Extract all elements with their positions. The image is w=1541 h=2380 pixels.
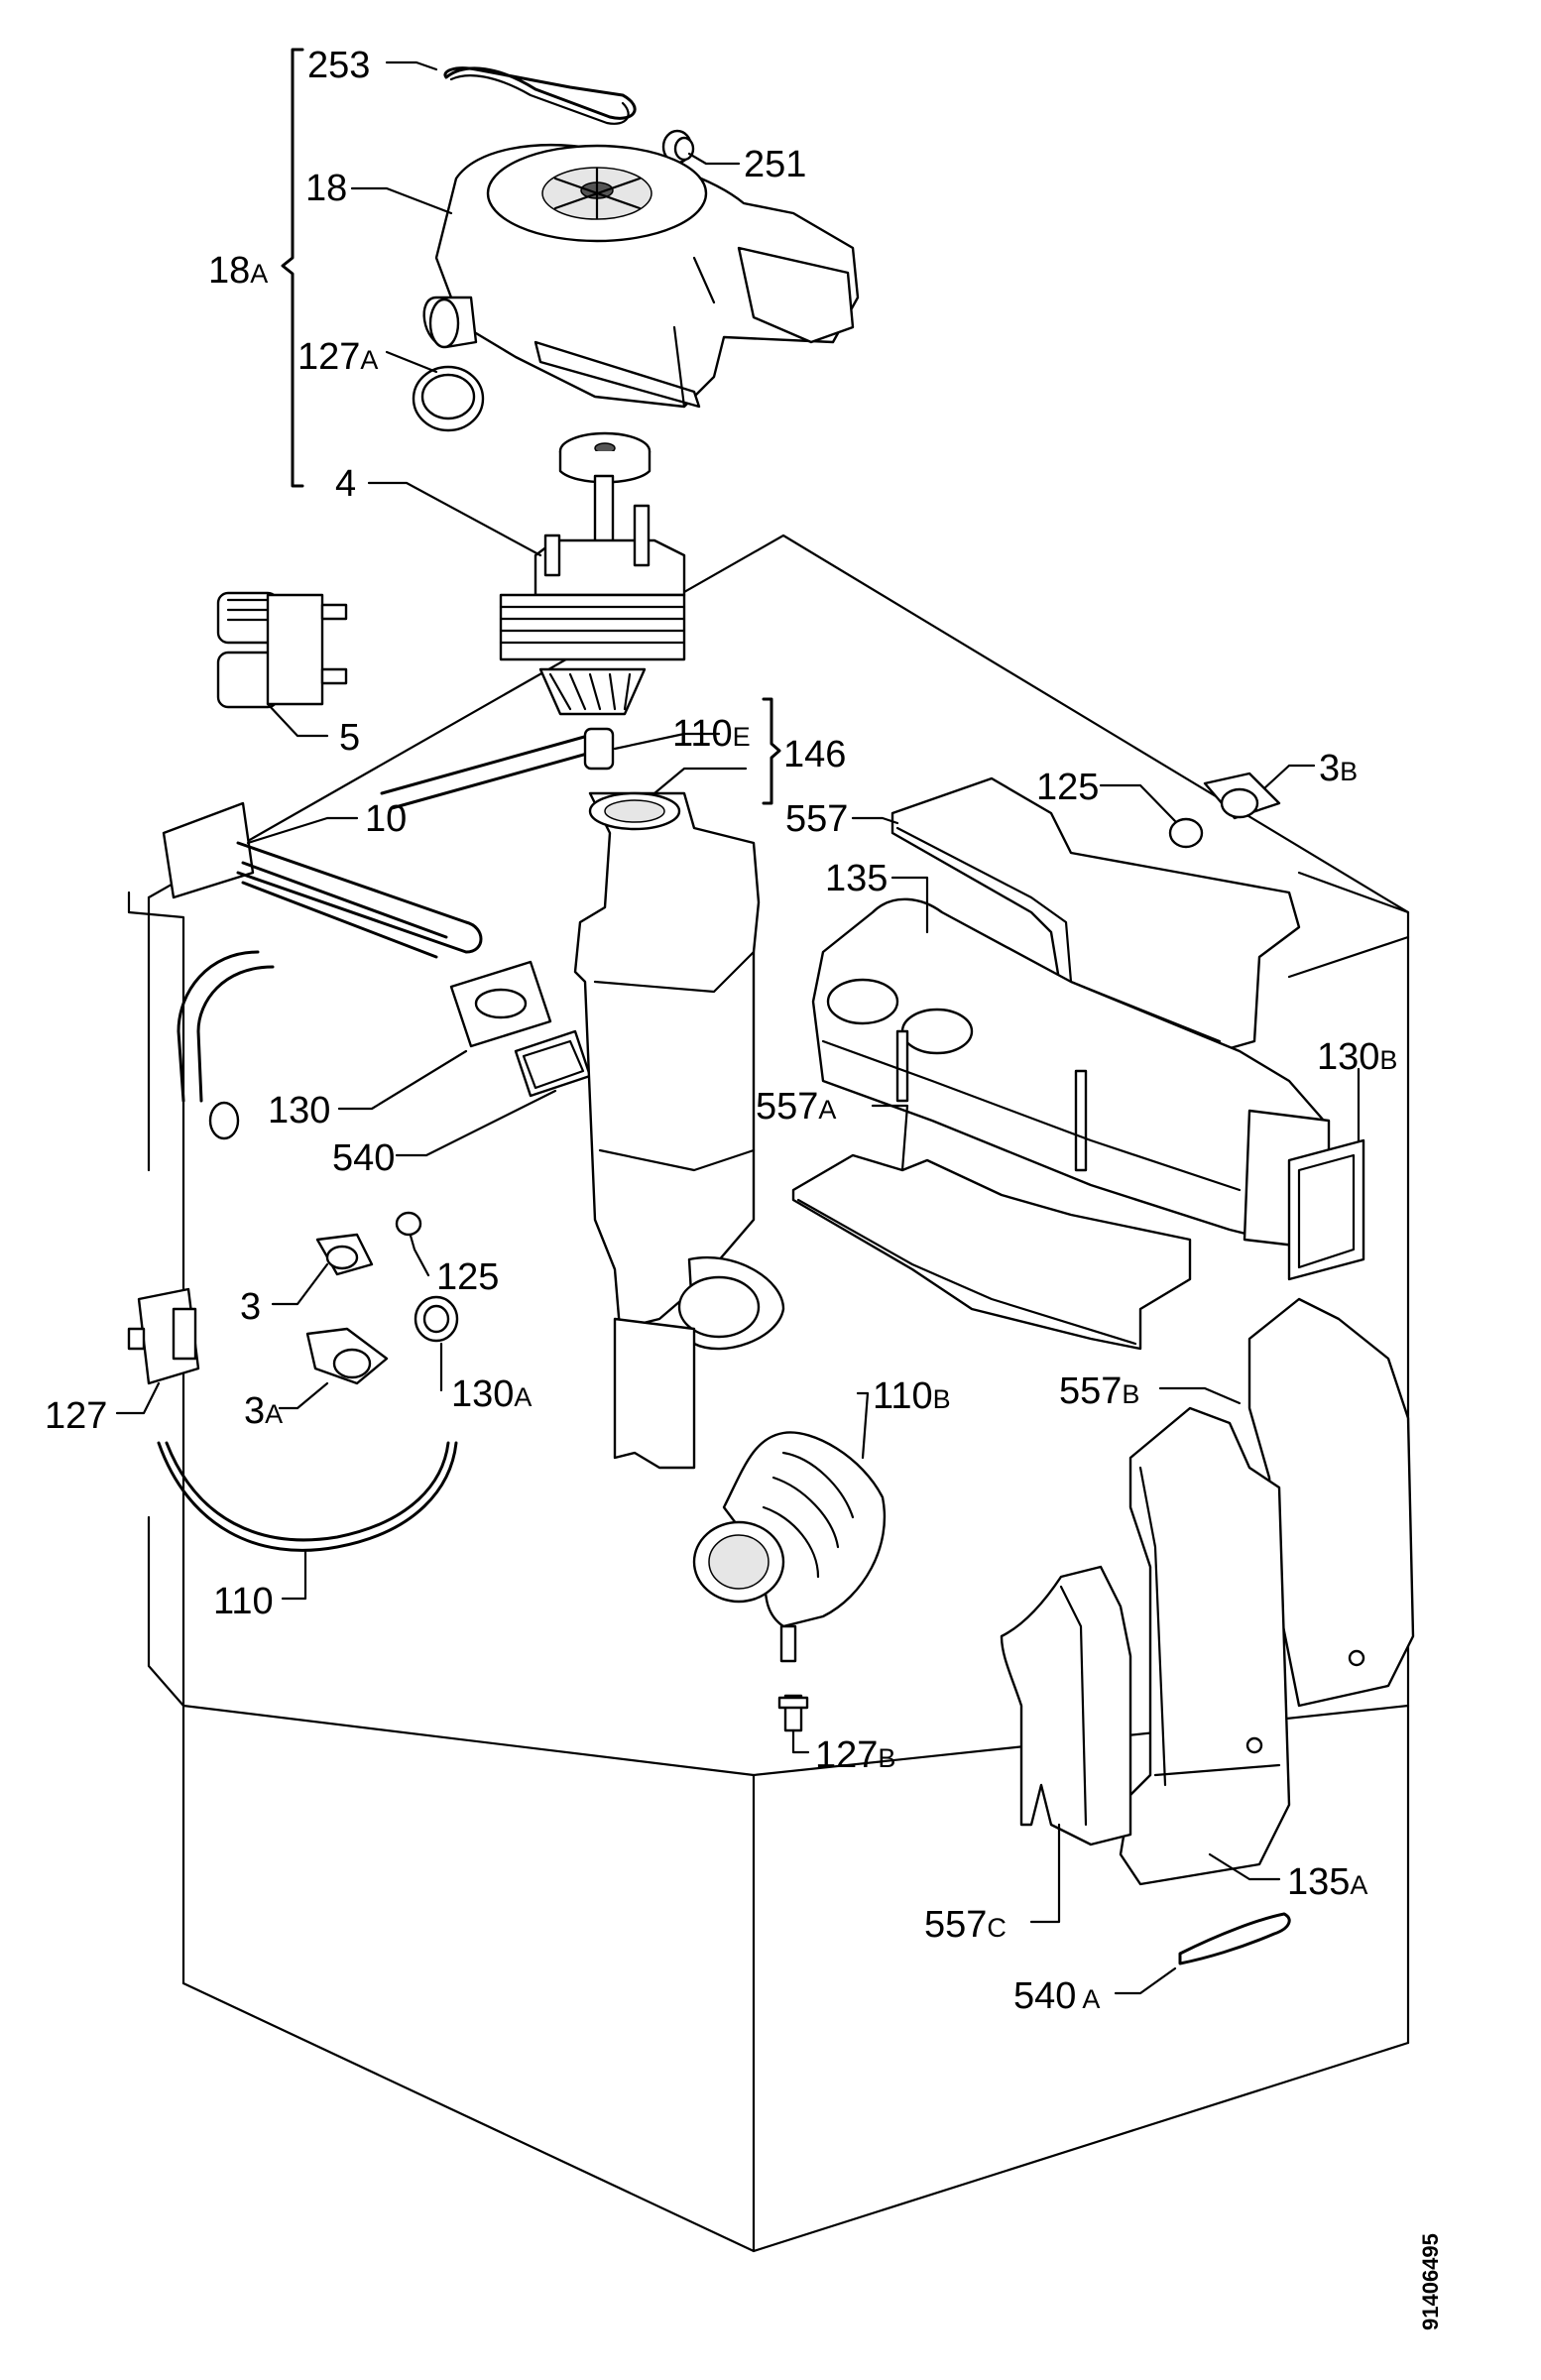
gasket-b [1287, 1138, 1365, 1281]
duct-lower [1119, 1406, 1291, 1886]
label-127a: 127A [297, 336, 378, 378]
water-valve [216, 591, 348, 709]
leader-lines [115, 60, 1361, 1995]
label-130b: 130B [1317, 1036, 1397, 1078]
seal-ring-top [1168, 817, 1204, 849]
label-110: 110 [213, 1581, 274, 1622]
seal-ring [412, 365, 485, 432]
label-251: 251 [744, 144, 806, 185]
label-5: 5 [339, 717, 360, 759]
label-135: 135 [825, 858, 888, 899]
label-125-top: 125 [1036, 767, 1099, 808]
gasket-strip [1178, 1912, 1291, 1965]
duct-cover-b [1247, 1297, 1415, 1708]
duct-cover-a [791, 1153, 1192, 1351]
label-135a: 135A [1287, 1861, 1367, 1903]
label-253: 253 [307, 45, 370, 86]
label-557c: 557C [924, 1904, 1007, 1946]
gasket [514, 1029, 592, 1098]
thermostat-b [1203, 772, 1281, 820]
label-4: 4 [335, 463, 356, 505]
fan-motor [499, 431, 686, 716]
label-3: 3 [240, 1286, 261, 1328]
label-130: 130 [268, 1090, 330, 1131]
label-125: 125 [436, 1256, 499, 1298]
condenser-duct [573, 727, 785, 1470]
heater-element [162, 732, 607, 1140]
drive-belt [443, 66, 637, 125]
label-127b: 127B [815, 1734, 895, 1776]
document-id: 91406495 [1418, 2233, 1443, 2330]
label-557a: 557A [756, 1086, 836, 1128]
assembly-bracket-18a [281, 48, 304, 488]
label-3b: 3B [1319, 748, 1358, 789]
gasket-a [414, 1295, 459, 1343]
fan-housing [422, 144, 860, 409]
label-127: 127 [45, 1395, 107, 1437]
bellows [692, 1431, 887, 1663]
part-labels: 253 251 18 18A 127A 4 5 110E 146 10 557 … [45, 45, 1397, 2017]
label-10: 10 [365, 798, 407, 840]
thermostat-a [305, 1327, 389, 1385]
label-110e: 110E [672, 713, 751, 755]
label-146: 146 [783, 734, 846, 775]
seal-ring-small [395, 1211, 422, 1237]
label-540: 540 [332, 1137, 395, 1179]
thermostat [315, 1233, 374, 1276]
label-130a: 130A [451, 1373, 532, 1415]
label-18: 18 [305, 168, 347, 209]
label-3a: 3A [244, 1390, 283, 1432]
label-18a: 18A [208, 250, 268, 292]
switch [127, 1287, 200, 1385]
assembly-bracket-146 [762, 697, 781, 805]
air-duct [811, 897, 1331, 1251]
label-110b: 110B [873, 1375, 951, 1417]
label-557b: 557B [1059, 1370, 1139, 1412]
duct-cover-c [1000, 1565, 1132, 1846]
hose [157, 1441, 458, 1552]
nozzle [777, 1694, 809, 1732]
label-557: 557 [785, 798, 848, 840]
